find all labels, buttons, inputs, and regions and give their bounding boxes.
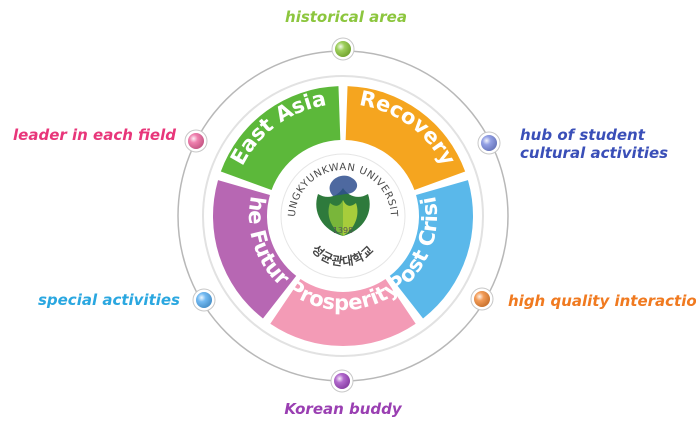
segment-recovery (345, 86, 466, 191)
node-label-hub-line2: cultural activities (520, 144, 669, 162)
node-label-leader-in-each-field: leader in each field (13, 126, 176, 144)
node-label-hub-line1: hub of student (520, 126, 645, 144)
ginkgo-leaf-icon (316, 175, 370, 236)
node-ball-historical-area (331, 37, 355, 61)
logo-year: 1398 (333, 226, 353, 235)
node-ball-leader-in-each-field (184, 129, 208, 153)
node-label-historical-area: historical area (285, 8, 407, 26)
segment-prosperity (270, 279, 416, 346)
segment-group (213, 86, 473, 346)
node-group (184, 37, 501, 393)
node-ball-special-activities (192, 288, 216, 312)
node-ball-hub-of-student-cultural-activities (477, 131, 501, 155)
ring-backing-outline (202, 75, 484, 357)
segment-east-asia (220, 86, 341, 191)
node-label-hub-of-student: hub of student cultural activities (520, 126, 690, 162)
node-label-high-quality-interaction: high quality interaction (508, 292, 696, 310)
node-ball-high-quality-interaction (470, 287, 494, 311)
segment-the-future (213, 180, 297, 319)
node-ball-korean-buddy (330, 369, 354, 393)
node-label-korean-buddy: Korean buddy (284, 400, 402, 418)
segment-post-crisis (389, 180, 473, 319)
node-label-special-activities: special activities (37, 291, 180, 309)
